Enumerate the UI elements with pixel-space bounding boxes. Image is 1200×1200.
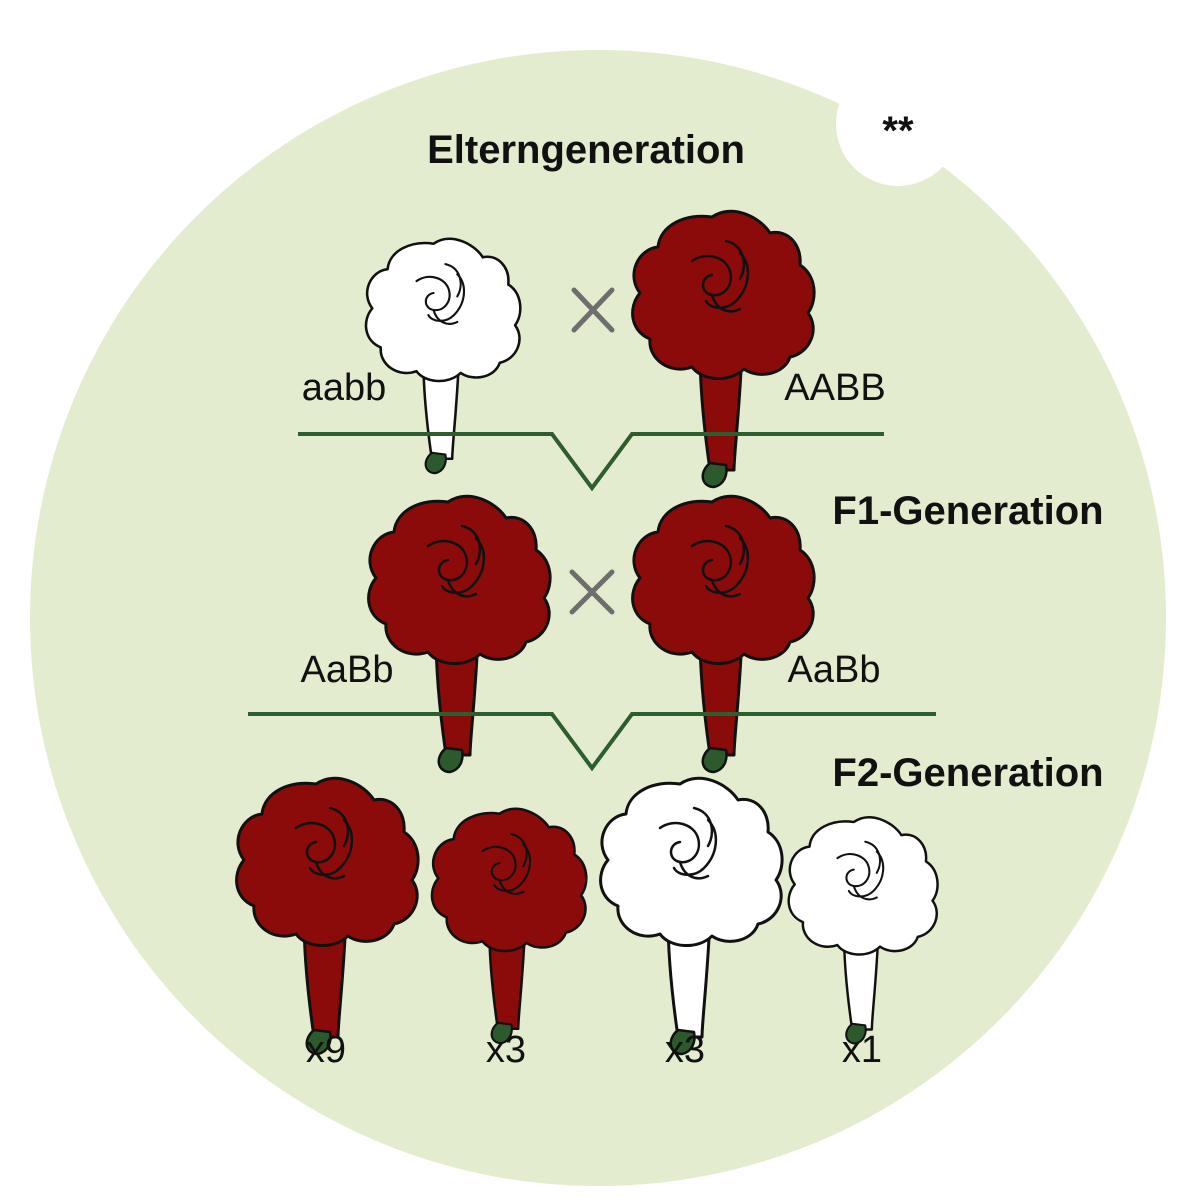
flower-swirl [678, 860, 710, 880]
cross-symbol-f1 [569, 569, 615, 615]
flower-swirl [481, 845, 517, 882]
flower-petals [787, 816, 939, 956]
flower-swirl [658, 821, 701, 864]
flower-swirl [852, 884, 878, 901]
connector-parent-to-f1 [298, 432, 884, 492]
flower-sepal [701, 461, 728, 489]
f2-count-2: x3 [486, 1029, 526, 1071]
flower-swirl [314, 860, 346, 880]
f2-flower-group-1 [235, 776, 420, 1056]
flower-swirl [415, 275, 451, 312]
f1-flower-left [367, 494, 552, 774]
flower-petals [430, 807, 588, 953]
flower-petals [367, 494, 552, 666]
flower-sepal [490, 1021, 513, 1045]
flower-petals [235, 776, 420, 948]
genotype-f1-right: AaBb [788, 649, 881, 691]
difficulty-badge: ** [836, 62, 960, 186]
flower-petals [599, 776, 784, 948]
flower-stem [666, 915, 712, 1039]
flower-sepal [845, 1022, 867, 1045]
genotype-parent-right: AABB [784, 367, 885, 409]
f2-count-3: x3 [665, 1029, 705, 1071]
f2-flower-group-4 [787, 816, 939, 1045]
flower-swirl [836, 853, 871, 888]
flower-sepal [669, 1028, 696, 1056]
flower-swirl [493, 843, 531, 892]
flower-stem [488, 925, 527, 1031]
parent-flower-red [631, 209, 816, 489]
flower-sepal [437, 746, 464, 774]
flower-swirl [426, 539, 469, 582]
flower-sepal [424, 451, 447, 475]
f2-flower-group-3 [599, 776, 784, 1056]
background-circle [30, 50, 1166, 1186]
flower-stem [698, 348, 744, 472]
connector-f1-to-f2 [248, 712, 936, 772]
flower-swirl [308, 818, 353, 876]
cross-symbol-parent [571, 287, 615, 333]
f2-generation-title: F2-Generation [832, 751, 1103, 795]
badge-circle [836, 62, 960, 186]
flower-swirl [710, 293, 742, 313]
flower-sepal [305, 1028, 332, 1056]
flower-stem [842, 929, 880, 1031]
flower-swirl [427, 273, 465, 322]
parent-flower-white [364, 237, 522, 475]
f1-generation-title: F1-Generation [832, 489, 1103, 533]
flower-swirl [690, 254, 733, 297]
flower-swirl [294, 821, 337, 864]
flower-swirl [710, 578, 742, 598]
f2-flower-group-2 [430, 807, 588, 1045]
genotype-parent-left: aabb [302, 367, 387, 409]
genotype-f1-left: AaBb [301, 649, 394, 691]
flower-swirl [690, 539, 733, 582]
flower-sepal [701, 746, 728, 774]
flower-swirl [672, 818, 717, 876]
flower-swirl [498, 878, 525, 895]
badge-label: ** [882, 109, 914, 153]
flower-stem [434, 633, 480, 757]
flower-swirl [440, 536, 485, 594]
flower-swirl [432, 308, 459, 325]
flower-petals [631, 494, 816, 666]
flower-stem [302, 915, 348, 1039]
flower-petals [631, 209, 816, 381]
f2-count-1: x9 [306, 1029, 346, 1071]
flower-swirl [446, 578, 478, 598]
parent-generation-title: Elterngeneration [427, 128, 745, 172]
flower-swirl [704, 251, 749, 309]
f2-count-4: x1 [842, 1029, 882, 1071]
flower-swirl [847, 850, 885, 898]
f1-flower-right [631, 494, 816, 774]
flower-swirl [704, 536, 749, 594]
flower-petals [364, 237, 522, 383]
flower-stem [698, 633, 744, 757]
